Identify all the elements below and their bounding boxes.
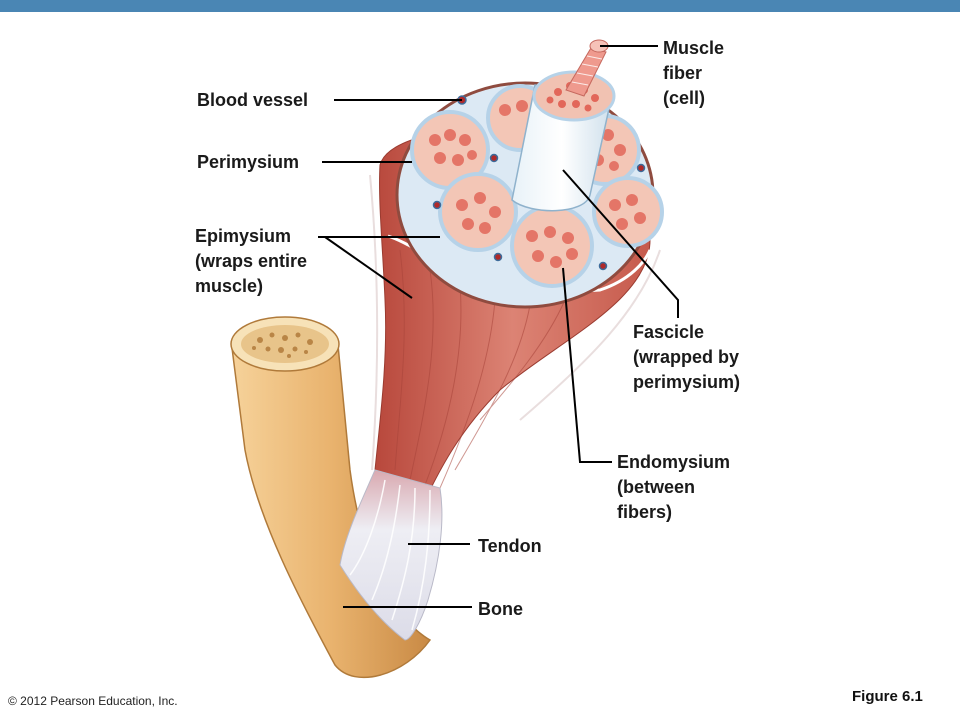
- leader-lines: [318, 45, 679, 608]
- label-fascicle: Fascicle (wrapped by perimysium): [633, 322, 741, 392]
- leader-epimysium-b: [324, 236, 413, 299]
- copyright-notice: © 2012 Pearson Education, Inc.: [8, 694, 178, 708]
- label-endomysium: Endomysium (between fibers): [617, 452, 731, 522]
- blood-vessels: [432, 95, 646, 271]
- leader-endomysium: [562, 267, 612, 463]
- label-blood-vessel: Blood vessel: [197, 90, 309, 110]
- fascicle-cylinder: [511, 39, 616, 212]
- fascicle-4: [438, 172, 518, 252]
- fascicle-6: [592, 176, 664, 248]
- figure-label: Figure 6.1: [852, 688, 923, 705]
- label-epimysium: Epimysium (wraps entire muscle): [195, 226, 308, 296]
- label-tendon: Tendon: [478, 536, 542, 556]
- label-muscle-fiber: Muscle fiber (cell): [663, 38, 725, 108]
- tendon-shape: [339, 469, 443, 641]
- top-bar: [0, 0, 960, 12]
- leader-fascicle: [562, 169, 679, 318]
- label-bone: Bone: [478, 599, 523, 619]
- fascicle-5: [510, 204, 594, 288]
- label-perimysium: Perimysium: [197, 152, 300, 172]
